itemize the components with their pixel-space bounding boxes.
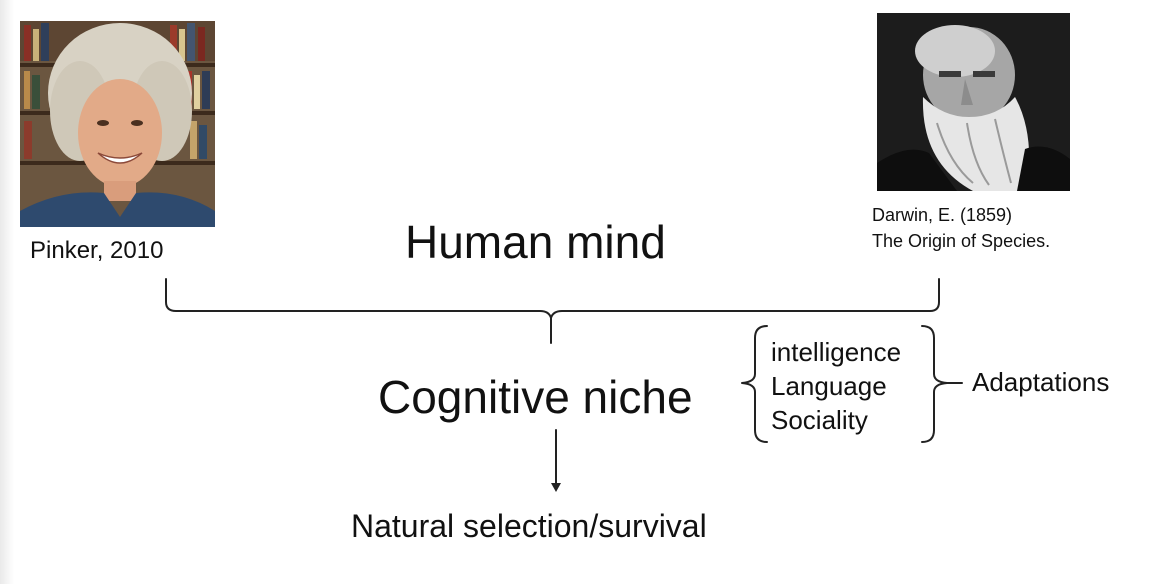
- human-mind-label: Human mind: [405, 216, 666, 268]
- down-arrow-head: [551, 483, 561, 492]
- pinker-caption: Pinker, 2010: [30, 237, 164, 264]
- adaptations-label: Adaptations: [972, 367, 1110, 397]
- adaptation-item: Sociality: [771, 405, 868, 435]
- horizontal-brace: [165, 278, 940, 319]
- pinker-portrait: [20, 21, 215, 227]
- left-list-brace: [741, 325, 768, 443]
- darwin-caption-line1: Darwin, E. (1859): [872, 205, 1013, 225]
- darwin-caption-line2: The Origin of Species.: [872, 231, 1051, 251]
- right-list-brace: [921, 325, 948, 443]
- adaptation-item: intelligence: [771, 337, 902, 367]
- natural-selection-label: Natural selection/survival: [351, 508, 707, 544]
- darwin-portrait: [877, 13, 1070, 191]
- adaptation-item: Language: [771, 371, 887, 401]
- cognitive-niche-label: Cognitive niche: [378, 371, 693, 423]
- pinker-portrait-drawing: [20, 21, 215, 227]
- darwin-portrait-drawing: [877, 13, 1070, 191]
- left-edge-shadow: [0, 0, 14, 584]
